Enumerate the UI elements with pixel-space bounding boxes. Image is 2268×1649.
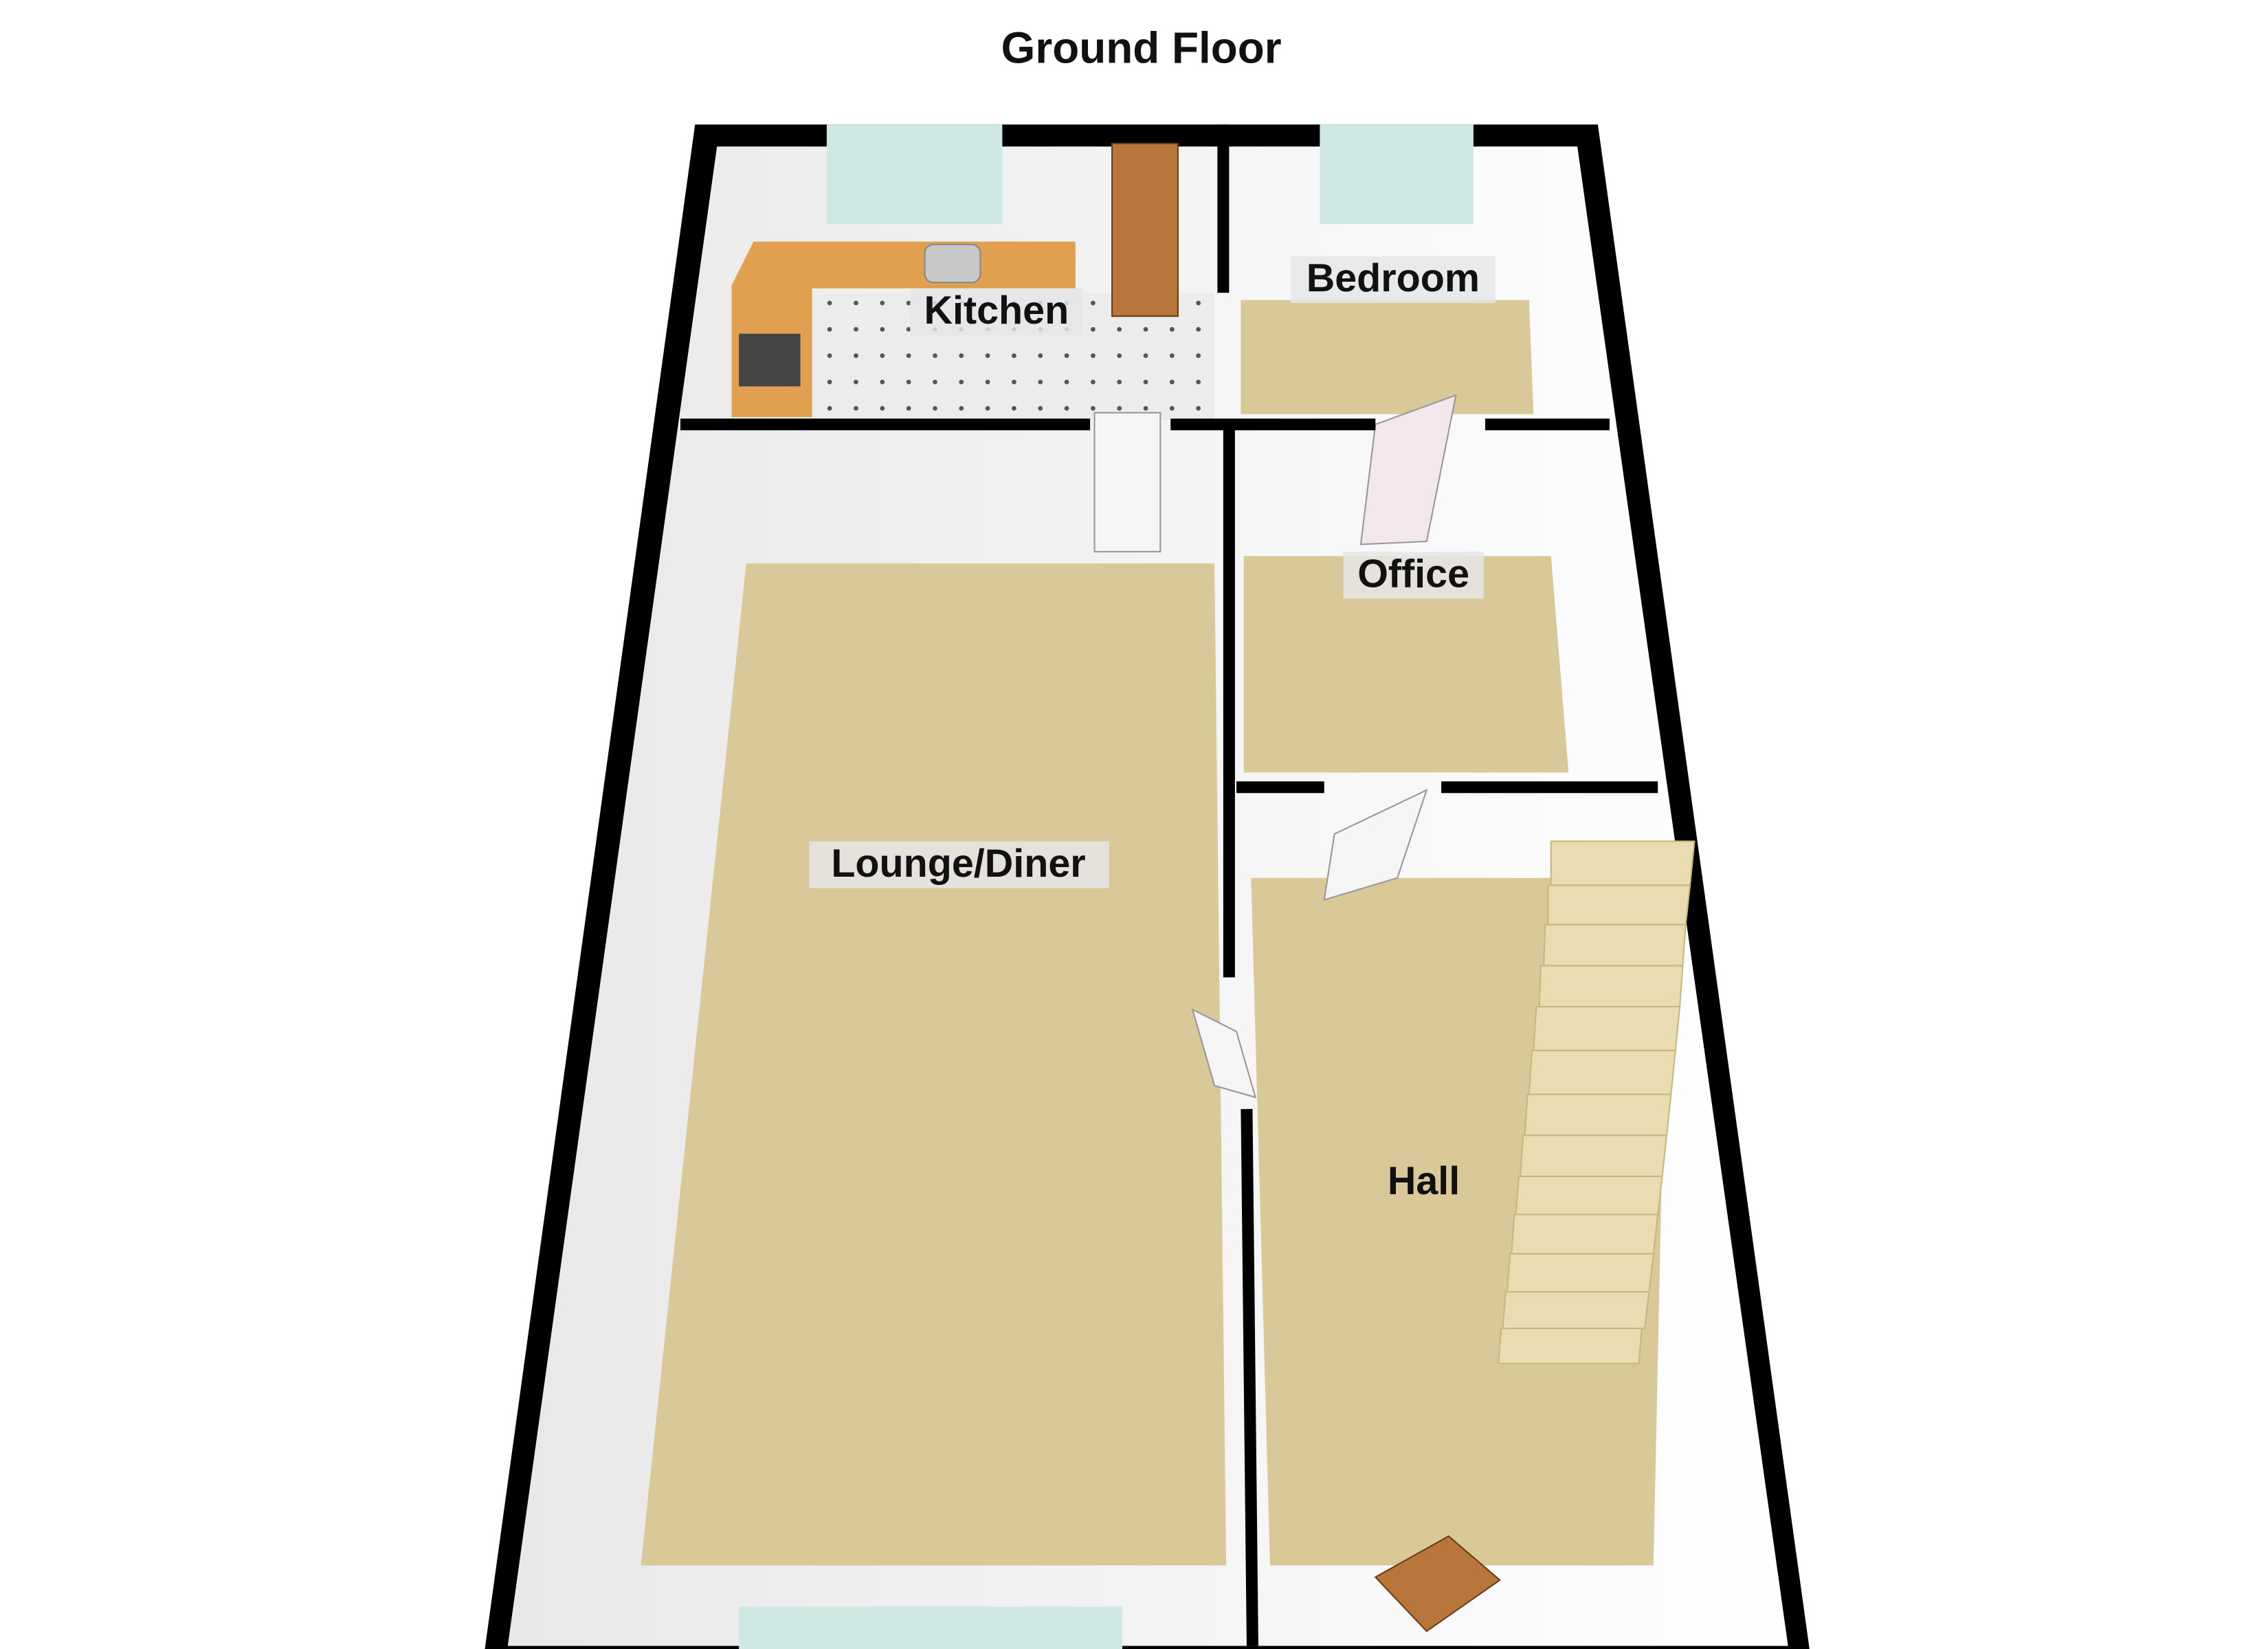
room-label-bedroom: Bedroom: [1307, 256, 1480, 300]
kitchen-back-door[interactable]: [1111, 142, 1179, 317]
room-label-kitchen: Kitchen: [924, 289, 1069, 333]
kitchen-lounge-door[interactable]: [1093, 412, 1161, 552]
office-floor: [1243, 556, 1569, 773]
internal-walls: [680, 124, 1658, 1646]
office-door[interactable]: [1359, 394, 1457, 546]
bedroom-window: [1320, 124, 1474, 225]
lounge-hall-door[interactable]: [1191, 1008, 1257, 1099]
front-door[interactable]: [1374, 1535, 1501, 1633]
kitchen-window: [826, 124, 1003, 225]
lounge-floor: [641, 563, 1227, 1566]
room-label-hall: Hall: [1388, 1159, 1460, 1203]
staircase: [1497, 840, 1696, 1365]
room-label-office: Office: [1357, 552, 1469, 596]
lounge-window: [739, 1606, 1122, 1649]
kitchen-worktop: [731, 241, 1076, 418]
hob-icon: [739, 333, 801, 387]
hall-office-door[interactable]: [1323, 788, 1428, 901]
room-label-lounge-diner: Lounge/Diner: [831, 842, 1085, 886]
bedroom-floor: [1241, 300, 1534, 414]
floor-title: Ground Floor: [1001, 23, 1282, 73]
sink-icon: [924, 243, 981, 284]
